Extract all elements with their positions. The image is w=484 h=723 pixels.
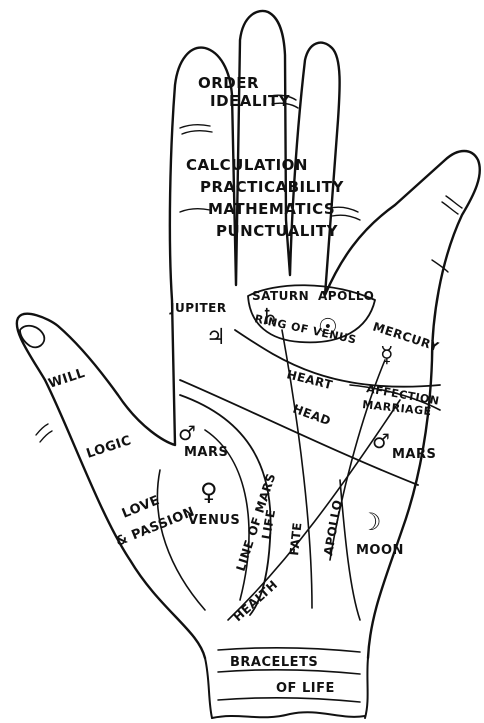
wrist-edge [205,658,212,718]
thumb-crease [36,424,48,435]
label-saturn: SATURN [252,289,309,303]
venus-curve [157,470,205,610]
mars-upper-symbol-icon: ♂ [178,421,196,445]
label-bracelets: BRACELETS [230,655,318,670]
moon-symbol-icon: ☽ [360,508,382,536]
label-mars-lower: MARS [392,447,436,462]
bracelet-line [218,648,360,652]
bracelet-line [218,670,360,674]
label-mars-upper: MARS [184,445,228,460]
label-venus: VENUS [188,513,240,528]
label-moon: MOON [356,543,404,558]
label-will: WILL [47,366,88,392]
finger-crease [332,215,360,220]
label-logic: LOGIC [85,433,134,462]
label-health: HEALTH [231,577,281,624]
jupiter-symbol-icon: ♃ [206,325,226,350]
label-mathematics: MATHEMATICS [208,200,335,218]
label-punctuality: PUNCTUALITY [216,222,339,240]
label-jupiter: JUPITER [169,301,227,315]
bracelet-line [218,698,360,702]
sun-symbol-icon: ☉ [318,315,338,340]
label-order: ORDER [198,74,259,92]
label-love: LOVE [120,493,162,522]
label-of-life: OF LIFE [276,681,335,696]
label-practicability: PRACTICABILITY [200,178,344,196]
mars-lower-symbol-icon: ♂ [372,429,390,453]
finger-crease [180,209,210,212]
label-calculation: CALCULATION [186,156,308,174]
label-fate: FATE [287,521,304,556]
label-apollo-mount: APOLLO [318,289,374,303]
mercury-symbol-icon: ☿ [380,343,394,368]
finger-crease [182,131,212,134]
finger-crease [180,125,210,128]
thumb-crease [40,431,52,442]
venus-symbol-icon: ♀ [200,478,218,506]
saturn-symbol-icon: ♄ [260,305,280,330]
wrist-edge [365,658,368,718]
label-ideality: IDEALITY [210,92,291,110]
wrist-bottom [212,712,365,718]
